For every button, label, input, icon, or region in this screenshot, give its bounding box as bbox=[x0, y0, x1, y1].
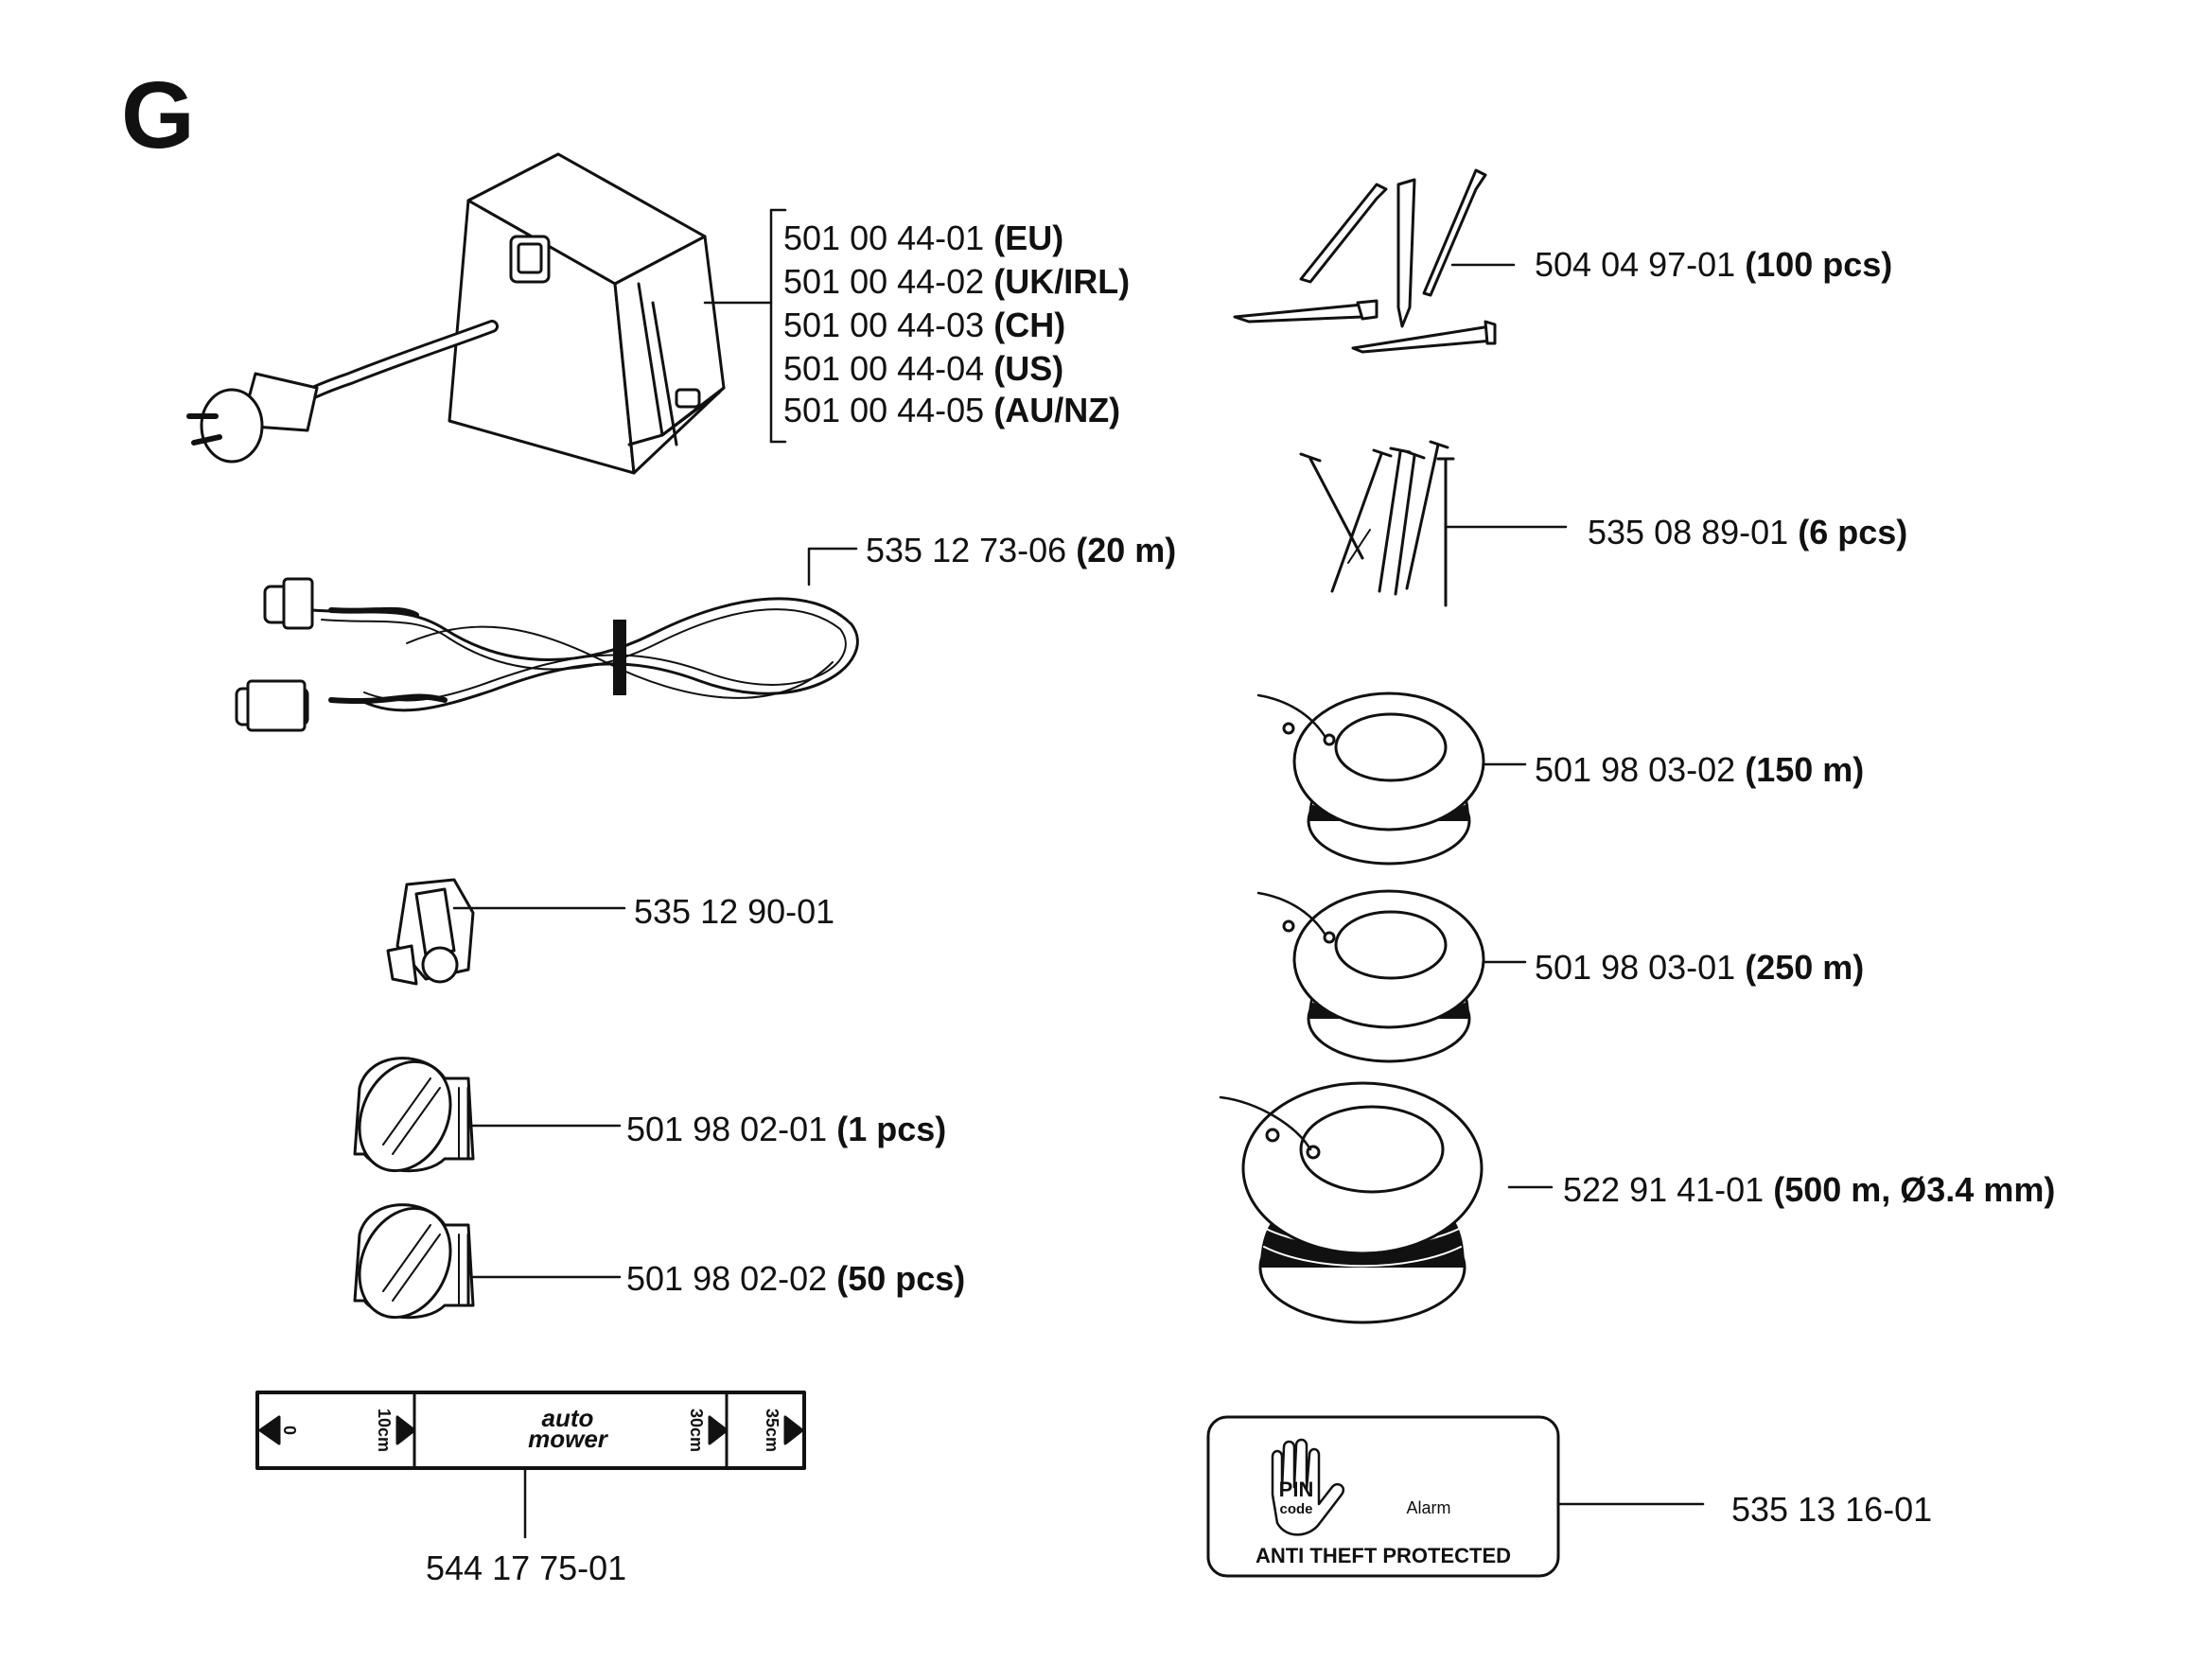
transformer-part-3: 501 00 44-03 (CH) bbox=[783, 306, 1066, 344]
nails-label: 535 08 89-01 (6 pcs) bbox=[1588, 513, 1908, 551]
transformer-part-1: 501 00 44-01 (EU) bbox=[783, 219, 1064, 257]
wire-500-illustration bbox=[1219, 1081, 1484, 1324]
wire-250-illustration bbox=[1256, 889, 1485, 1063]
transformer-part-2: 501 00 44-02 (UK/IRL) bbox=[783, 262, 1131, 301]
wire-150-label: 501 98 03-02 (150 m) bbox=[1535, 750, 1865, 789]
pegs-illustration bbox=[1233, 168, 1497, 354]
gauge-brand-top: auto bbox=[542, 1404, 594, 1432]
coupler-single-illustration bbox=[353, 1057, 475, 1173]
sticker-alarm: Alarm bbox=[1406, 1498, 1450, 1517]
coupler-pack-illustration bbox=[353, 1203, 475, 1320]
gauge-mark-0: 0 bbox=[280, 1426, 299, 1435]
gauge-label: 544 17 75-01 bbox=[426, 1549, 627, 1587]
wire-150-illustration bbox=[1256, 691, 1485, 866]
coupler-pack-label: 501 98 02-02 (50 pcs) bbox=[626, 1259, 966, 1298]
sticker-label: 535 13 16-01 bbox=[1731, 1490, 1933, 1529]
gauge-brand-bottom: mower bbox=[528, 1425, 609, 1453]
sticker-protected: ANTI THEFT PROTECTED bbox=[1256, 1544, 1511, 1567]
gauge-illustration bbox=[255, 1391, 806, 1470]
sticker-illustration bbox=[1206, 1415, 1560, 1578]
nails-illustration bbox=[1299, 440, 1455, 607]
transformer-leader-bracket bbox=[703, 208, 787, 444]
gauge-mark-35cm: 35cm bbox=[763, 1409, 781, 1452]
cable-label: 535 12 73-06 (20 m) bbox=[866, 531, 1177, 569]
sticker-pin: PIN bbox=[1279, 1478, 1314, 1501]
transformer-part-5: 501 00 44-05 (AU/NZ) bbox=[783, 391, 1121, 429]
wire-500-label: 522 91 41-01 (500 m, Ø3.4 mm) bbox=[1563, 1170, 2056, 1209]
gauge-mark-30cm: 30cm bbox=[687, 1409, 706, 1452]
coupler-single-label: 501 98 02-01 (1 pcs) bbox=[626, 1110, 947, 1148]
section-letter: G bbox=[121, 62, 195, 168]
sticker-code: code bbox=[1279, 1501, 1312, 1517]
wire-250-label: 501 98 03-01 (250 m) bbox=[1535, 948, 1865, 987]
transformer-part-4: 501 00 44-04 (US) bbox=[783, 349, 1064, 388]
gauge-mark-10cm: 10cm bbox=[375, 1409, 394, 1452]
pegs-label: 504 04 97-01 (100 pcs) bbox=[1535, 245, 1893, 284]
transformer-illustration bbox=[186, 152, 726, 475]
cable-leader bbox=[807, 547, 858, 586]
connector-illustration bbox=[386, 878, 475, 986]
cable-illustration bbox=[235, 577, 859, 732]
connector-label: 535 12 90-01 bbox=[634, 892, 835, 931]
hand-icon bbox=[1271, 1438, 1345, 1536]
